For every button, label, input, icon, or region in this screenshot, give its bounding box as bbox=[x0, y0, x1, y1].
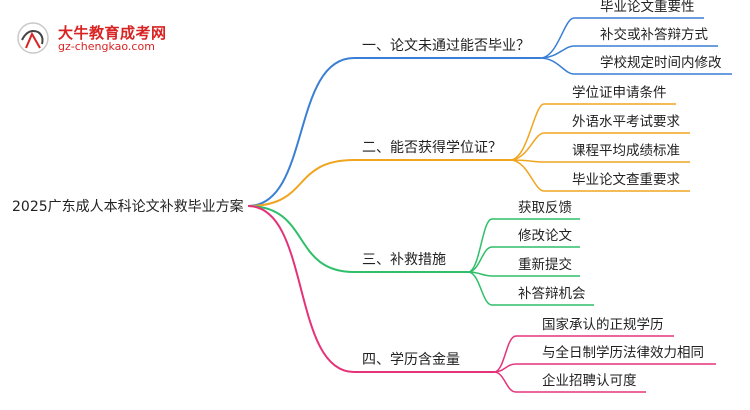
connector-lines bbox=[247, 17, 732, 393]
leaf-connector-4-1 bbox=[493, 335, 517, 373]
leaf-label-1-2: 补交或补答辩方式 bbox=[600, 26, 708, 43]
branch-label-1: 一、论文未通过能否毕业？ bbox=[362, 38, 530, 54]
leaf-label-3-2: 修改论文 bbox=[518, 228, 572, 244]
branch-label-3: 三、补救措施 bbox=[362, 252, 446, 268]
leaf-connector-3-4 bbox=[467, 271, 493, 306]
leaf-label-2-2: 外语水平考试要求 bbox=[572, 114, 680, 130]
mind-map-nodes: 2025广东成人本科论文补救毕业方案 一、论文未通过能否毕业？ 毕业论文重要性补交或… bbox=[12, 0, 722, 389]
logo-url[interactable]: gz-chengkao.com bbox=[58, 40, 155, 53]
leaf-connector-1-1 bbox=[539, 17, 575, 59]
leaf-label-2-1: 学位证申请条件 bbox=[572, 84, 667, 101]
branch-connector-4 bbox=[247, 205, 355, 373]
leaf-label-4-1: 国家承认的正规学历 bbox=[542, 316, 664, 333]
leaf-connector-3-1 bbox=[467, 218, 493, 273]
leaf-label-4-2: 与全日制学历法律效力相同 bbox=[542, 344, 704, 361]
leaf-connector-4-3 bbox=[493, 371, 517, 393]
leaf-label-2-4: 毕业论文查重要求 bbox=[572, 172, 680, 188]
logo-title: 大牛教育成考网 bbox=[58, 24, 167, 42]
branch-label-4: 四、学历含金量 bbox=[362, 352, 460, 368]
leaf-label-4-3: 企业招聘认可度 bbox=[542, 372, 637, 389]
leaf-connector-3-2 bbox=[467, 246, 493, 273]
leaf-label-1-3: 学校规定时间内修改 bbox=[600, 54, 722, 71]
site-logo[interactable]: 大牛教育成考网 gz-chengkao.com bbox=[14, 20, 204, 56]
leaf-connector-2-4 bbox=[509, 159, 545, 192]
branch-connector-2 bbox=[247, 159, 355, 207]
leaf-label-1-1: 毕业论文重要性 bbox=[600, 0, 695, 15]
leaf-connector-2-1 bbox=[509, 103, 545, 161]
leaf-connector-2-2 bbox=[509, 132, 545, 161]
leaf-label-3-4: 补答辩机会 bbox=[518, 285, 586, 302]
branch-connector-3 bbox=[247, 205, 355, 273]
root-node-label: 2025广东成人本科论文补救毕业方案 bbox=[12, 198, 244, 215]
leaf-label-3-3: 重新提交 bbox=[518, 256, 572, 273]
leaf-label-3-1: 获取反馈 bbox=[518, 200, 572, 216]
logo-mark-icon bbox=[17, 22, 49, 54]
leaf-connector-1-3 bbox=[539, 57, 575, 75]
leaf-label-2-3: 课程平均成绩标准 bbox=[572, 143, 680, 159]
branch-label-2: 二、能否获得学位证？ bbox=[362, 139, 502, 156]
branch-connector-1 bbox=[247, 57, 355, 207]
